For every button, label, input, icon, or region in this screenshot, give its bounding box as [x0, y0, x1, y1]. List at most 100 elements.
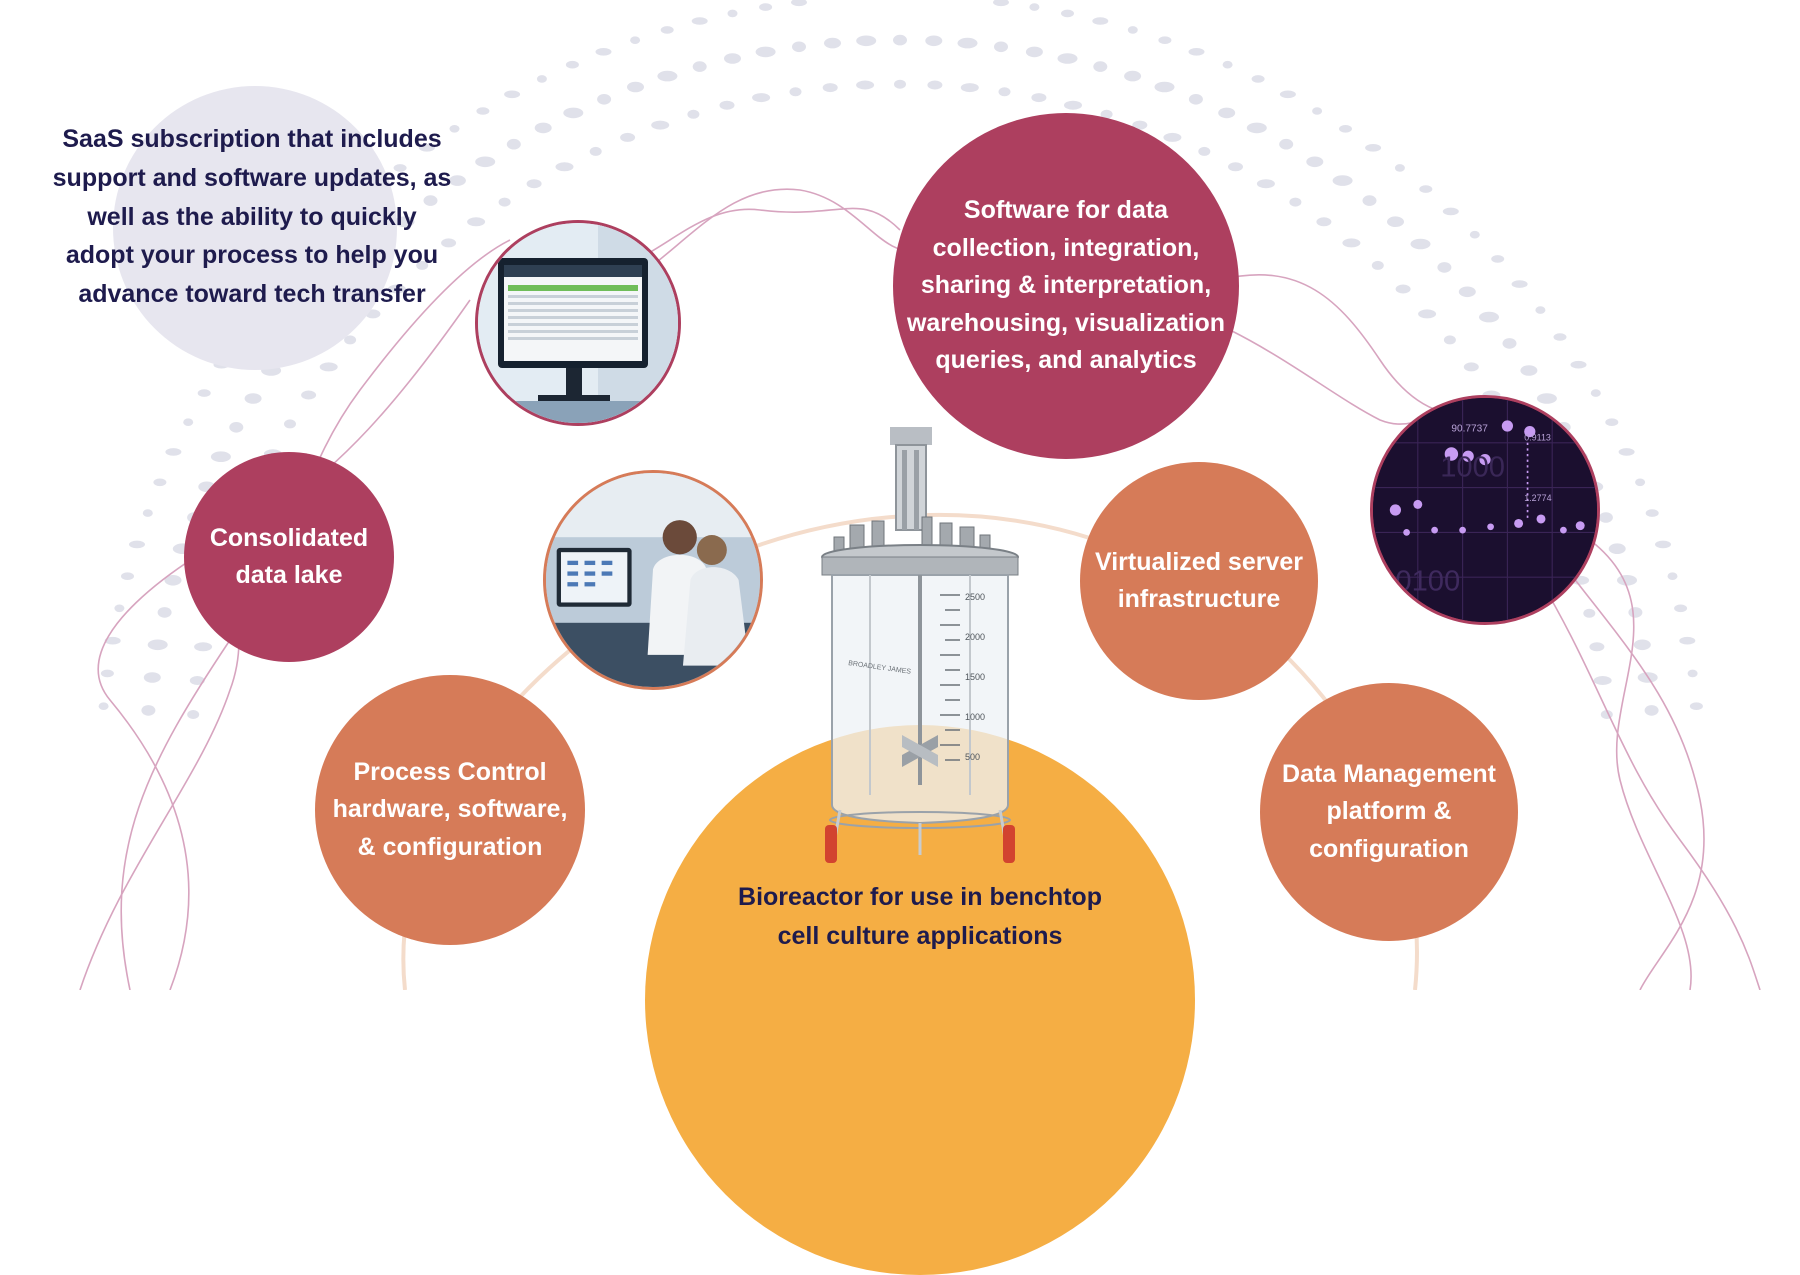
lab-scene-icon [546, 473, 760, 687]
decorative-dot [1443, 335, 1456, 345]
data-management-label: Data Management platform & configuration [1282, 759, 1496, 863]
decorative-dot [1228, 162, 1243, 172]
decorative-dot [792, 41, 806, 53]
decorative-dot [476, 107, 490, 115]
decorative-dot [98, 702, 109, 710]
decorative-dot [925, 35, 943, 47]
decorative-dot [1163, 132, 1182, 142]
decorative-dot [1198, 146, 1211, 156]
decorative-dot [498, 197, 511, 207]
viz-number-1: 90.7737 [1451, 424, 1488, 435]
data-viz-icon: 90.7737 0.9113 1.2774 0100 1000 [1373, 398, 1597, 622]
software-analytics-label: Software for data collection, integratio… [906, 196, 1226, 375]
decorative-dot [536, 75, 547, 83]
decorative-dot [1479, 311, 1499, 323]
decorative-dot [1387, 216, 1404, 227]
decorative-dot [957, 37, 978, 49]
decorative-dot [319, 362, 338, 372]
decorative-dot [630, 36, 641, 44]
decorative-dot [1535, 306, 1546, 314]
decorative-dot [1667, 572, 1678, 580]
decorative-dot [1491, 255, 1505, 263]
decorative-dot [597, 94, 612, 105]
decorative-dot [142, 509, 153, 517]
decorative-dot [1154, 81, 1175, 93]
decorative-dot [183, 418, 194, 427]
decorative-dot [687, 109, 700, 119]
dashboard-monitor-photo [475, 220, 681, 426]
decorative-dot [994, 41, 1008, 53]
background-decoration [79, 0, 1761, 990]
decorative-dot [822, 83, 838, 93]
decorative-dot [1332, 175, 1353, 186]
decorative-dot [526, 179, 542, 189]
data-visualization-photo: 90.7737 0.9113 1.2774 0100 1000 [1370, 395, 1600, 625]
decorative-dot [194, 642, 213, 652]
decorative-dot [993, 0, 1009, 7]
decorative-dot [1644, 705, 1659, 716]
decorative-dot [1502, 338, 1517, 349]
decorative-dot [565, 60, 579, 69]
decorative-dot [1289, 197, 1302, 207]
decorative-dot [1463, 362, 1479, 372]
decorative-dot [1057, 53, 1078, 64]
decorative-dot [467, 217, 486, 227]
decorative-dot [627, 81, 644, 93]
viz-number-3: 1.2774 [1524, 493, 1551, 503]
decorative-dot [1605, 418, 1619, 427]
decorative-dot [620, 132, 636, 142]
scientists-lab-photo [543, 470, 763, 690]
decorative-dot [1251, 75, 1265, 83]
decorative-dot [301, 390, 317, 400]
decorative-dot [1061, 9, 1074, 18]
decorative-dot [657, 70, 678, 82]
software-analytics-node: Software for data collection, integratio… [893, 113, 1239, 459]
decorative-dot [165, 448, 182, 456]
decorative-dot [1365, 144, 1382, 152]
decorative-dot [147, 639, 168, 651]
viz-number-5: 1000 [1440, 451, 1505, 483]
decorative-dot [157, 607, 172, 618]
decorative-dot [691, 17, 708, 25]
scale-mark-500: 500 [965, 752, 980, 762]
decorative-dot [164, 575, 182, 586]
decorative-dot [1617, 575, 1637, 586]
decorative-dot [824, 37, 841, 49]
decorative-dot [759, 3, 773, 11]
decorative-dot [534, 122, 552, 134]
decorative-dot [423, 195, 438, 206]
decorative-dot [210, 451, 231, 463]
data-management-node: Data Management platform & configuration [1260, 683, 1518, 941]
decorative-dot [998, 87, 1011, 97]
process-control-label: Process Control hardware, software, & co… [332, 757, 568, 861]
decorative-dot [692, 61, 707, 72]
decorative-dot [475, 156, 496, 168]
decorative-dot [506, 138, 521, 150]
decorative-dot [1633, 639, 1651, 651]
decorative-dot [1279, 90, 1296, 99]
decorative-dot [1419, 185, 1433, 193]
decorative-dot [1593, 676, 1612, 685]
bioreactor-vessel-image: 2500 2000 1500 1000 500 BROADLEY JAMES [821, 427, 1019, 863]
decorative-dot [344, 335, 357, 345]
decorative-dot [1469, 230, 1480, 239]
decorative-dot [1674, 604, 1688, 613]
decorative-dot [1312, 107, 1323, 115]
decorative-dot [856, 35, 877, 47]
decorative-dot [121, 572, 134, 580]
decorative-dot [1520, 365, 1538, 376]
decorative-dot [1679, 636, 1696, 645]
decorative-dot [114, 604, 125, 613]
decorative-dot [1188, 94, 1203, 105]
decorative-dot [1394, 164, 1405, 172]
decorative-dot [1029, 3, 1040, 11]
decorative-dot [719, 100, 735, 110]
decorative-dot [1418, 309, 1437, 319]
scale-mark-1000: 1000 [965, 712, 985, 722]
decorative-dot [1127, 26, 1138, 34]
decorative-dot [416, 260, 429, 270]
decorative-dot [1031, 93, 1047, 103]
decorative-dot [197, 389, 211, 397]
decorative-dot [244, 393, 262, 404]
decorative-dot [595, 48, 612, 56]
